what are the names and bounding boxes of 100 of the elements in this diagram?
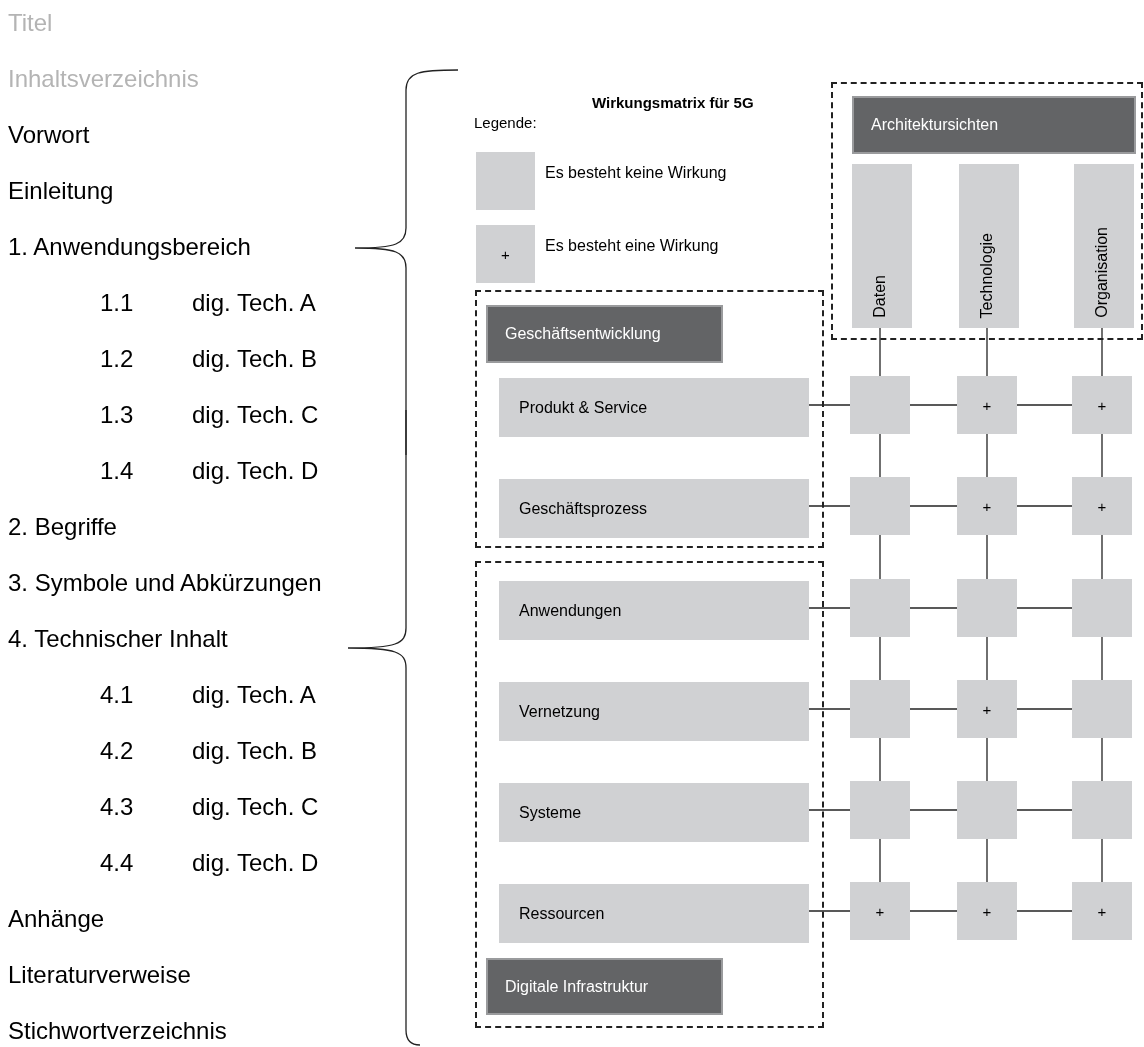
impact-mark: +: [982, 396, 992, 414]
matrix-cell: [850, 376, 910, 434]
legend-title: Legende:: [474, 114, 537, 131]
matrix-cell: [1072, 781, 1132, 839]
layer-box: [499, 783, 809, 842]
toc-entry: Einleitung: [8, 177, 114, 205]
matrix-cell: [1072, 477, 1132, 535]
connector-line: [909, 809, 958, 811]
toc-entry: dig. Tech. C: [192, 793, 319, 821]
toc-entry: dig. Tech. A: [192, 289, 316, 317]
connector-line: [879, 838, 881, 883]
toc-entry: 1.1: [100, 289, 134, 317]
layer-label: Produkt & Service: [519, 398, 648, 417]
toc-entry: 4.1: [100, 681, 134, 709]
connector-line: [986, 433, 988, 478]
layer-box: [499, 682, 809, 741]
toc-entry: 3. Symbole und Abkürzungen: [8, 569, 322, 597]
connector-line: [986, 838, 988, 883]
matrix-cell: [1072, 376, 1132, 434]
toc-entry: Titel: [8, 9, 53, 37]
diagram-title: Wirkungsmatrix für 5G: [592, 94, 754, 111]
impact-mark: +: [982, 497, 992, 515]
connector-line: [986, 534, 988, 580]
toc-entry: 4.4: [100, 849, 134, 877]
connector-line: [1016, 809, 1073, 811]
matrix-cell: [957, 882, 1017, 940]
toc-entry: Anhänge: [8, 905, 105, 933]
matrix-cell: [957, 781, 1017, 839]
layer-label: Vernetzung: [519, 702, 600, 721]
dashed-group-frame: [831, 82, 1143, 340]
impact-mark: +: [1097, 396, 1107, 414]
connector-line: [909, 910, 958, 912]
connector-line: [1016, 910, 1073, 912]
connector-line: [1016, 505, 1073, 507]
column-label: Daten: [871, 275, 889, 318]
toc-entry: 1.2: [100, 345, 134, 373]
matrix-cell: [957, 579, 1017, 637]
toc-entry: 1.3: [100, 401, 134, 429]
toc-entry: Vorwort: [8, 121, 90, 149]
matrix-cell: [957, 477, 1017, 535]
impact-mark: +: [982, 902, 992, 920]
connector-line: [909, 708, 958, 710]
header-label: Digitale Infrastruktur: [505, 977, 649, 996]
toc-entry: dig. Tech. B: [192, 737, 317, 765]
connector-line: [1101, 838, 1103, 883]
column-label: Technologie: [978, 232, 996, 318]
toc-entry: 2. Begriffe: [8, 513, 117, 541]
impact-mark: +: [1097, 902, 1107, 920]
layer-box: [499, 479, 809, 538]
matrix-cell: [1072, 680, 1132, 738]
view-column: [959, 164, 1019, 328]
matrix-cell: [850, 781, 910, 839]
section-header: [486, 305, 723, 363]
header-label: Architektursichten: [871, 116, 999, 134]
dashed-group-frame: [475, 290, 824, 548]
toc-entry: Inhaltsverzeichnis: [8, 65, 199, 93]
layer-label: Anwendungen: [519, 601, 622, 620]
section-header: [486, 958, 723, 1015]
impact-mark: +: [875, 902, 885, 920]
toc-entry: 4. Technischer Inhalt: [8, 625, 228, 653]
layer-box: [499, 884, 809, 943]
connector-line: [909, 607, 958, 609]
connector-line: [1016, 404, 1073, 406]
toc-entry: 1.4: [100, 457, 134, 485]
connector-line: [909, 505, 958, 507]
dashed-group-frame: [475, 561, 824, 1028]
connector-line: [879, 534, 881, 580]
connector-line: [879, 433, 881, 478]
connector-line: [1016, 708, 1073, 710]
connector-line: [1101, 534, 1103, 580]
toc-entry: dig. Tech. D: [192, 849, 319, 877]
toc-entry: Stichwortverzeichnis: [8, 1017, 227, 1045]
toc-entry: dig. Tech. C: [192, 401, 319, 429]
toc-entry: dig. Tech. D: [192, 457, 319, 485]
connector-line: [879, 636, 881, 681]
connector-line: [1016, 607, 1073, 609]
connector-line: [1101, 433, 1103, 478]
layer-label: Geschäftsprozess: [519, 499, 648, 518]
toc-entry: Literaturverweise: [8, 961, 191, 989]
connector-line: [986, 636, 988, 681]
layer-box: [499, 581, 809, 640]
toc-entry: 4.2: [100, 737, 134, 765]
legend-text: Es besteht eine Wirkung: [545, 237, 719, 255]
connector-line: [879, 737, 881, 782]
matrix-cell: [957, 680, 1017, 738]
matrix-cell: [850, 579, 910, 637]
matrix-cell: [1072, 579, 1132, 637]
header-label: Geschäftsentwicklung: [505, 325, 661, 343]
connector-line: [1101, 636, 1103, 681]
matrix-cell: [850, 680, 910, 738]
column-label: Organisation: [1093, 227, 1111, 318]
toc-entry: dig. Tech. B: [192, 345, 317, 373]
matrix-cell: [1072, 882, 1132, 940]
toc-entry: 1. Anwendungsbereich: [8, 233, 251, 261]
view-column: [852, 164, 912, 328]
layer-box: [499, 378, 809, 437]
impact-mark: +: [982, 700, 992, 718]
matrix-cell: [850, 477, 910, 535]
toc-entry: dig. Tech. A: [192, 681, 316, 709]
matrix-cell: [957, 376, 1017, 434]
